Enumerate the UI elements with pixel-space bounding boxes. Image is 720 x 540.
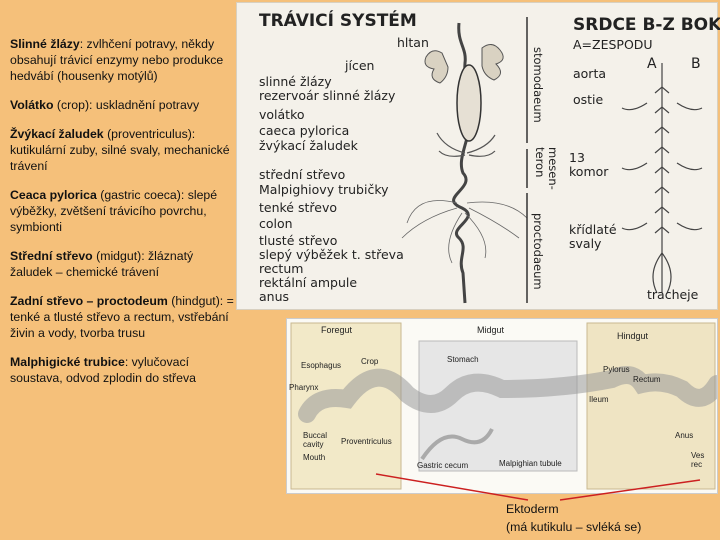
label-esophagus: Esophagus [301, 361, 342, 370]
label-caeca-pylorica: caeca pylorica [259, 123, 350, 138]
label-vesicle-rectal: Ves rec [691, 451, 705, 469]
label-mouth: Mouth [303, 453, 326, 462]
note-term: Volátko [10, 98, 54, 112]
ektoderm-note: (má kutikulu – svléká se) [506, 520, 642, 534]
label-pylorus: Pylorus [603, 365, 630, 374]
label-slepy-vybezek: slepý výběžek t. střeva [259, 247, 404, 262]
label-pharynx: Pharynx [289, 383, 319, 392]
label-buccal-cavity: Buccal cavity [303, 431, 328, 449]
note-slinne-zlazy: Slinné žlázy: zvlhčení potravy, někdy ob… [10, 36, 235, 84]
label-hltan: hltan [397, 35, 429, 50]
note-zvykaci-zaludek: Žvýkací žaludek (proventriculus): kutiku… [10, 126, 235, 174]
digestive-system-figure: TRÁVICÍ SYSTÉM hltan jícen slinné žlázy … [236, 2, 720, 310]
note-zadni-strevo: Zadní střevo – proctodeum (hindgut): = t… [10, 293, 235, 341]
hindgut-region [586, 322, 716, 490]
pyloric-caeca [436, 132, 496, 157]
label-zvykaci-zaludek: žvýkací žaludek [259, 138, 358, 153]
malpighian-tubules [401, 200, 528, 264]
label-view-a: A [647, 56, 657, 72]
ektoderm-callout: Ektoderm (má kutikulu – svléká se) [506, 500, 641, 536]
label-ostie: ostie [573, 92, 604, 107]
note-malphigicke-trubice: Malphigické trubice: vylučovací soustava… [10, 354, 235, 386]
note-stredni-strevo: Střední střevo (midgut): žláznatý žalude… [10, 248, 235, 280]
label-aorta: aorta [573, 66, 607, 81]
gut-regions-figure: Foregut Midgut Hindgut Esophagus Crop St… [286, 318, 718, 494]
heart-title: SRDCE B-Z BOKU [573, 15, 720, 35]
label-stredni-strevo: střední střevo [259, 167, 346, 182]
notes-column: Slinné žlázy: zvlhčení potravy, někdy ob… [10, 36, 235, 399]
label-proventriculus: Proventriculus [341, 437, 392, 446]
note-text: : vylučovací soustava, odvod zplodin do … [10, 355, 196, 385]
region-foregut: Foregut [321, 325, 353, 335]
label-tluste-strevo: tlusté střevo [259, 233, 338, 248]
label-rektalni-ampule: rektální ampule [259, 275, 358, 290]
gut-outline [298, 366, 717, 423]
ektoderm-title: Ektoderm [506, 502, 559, 516]
note-term: Střední střevo [10, 249, 93, 263]
note-ceaca-pylorica: Ceaca pylorica (gastric coeca): slepé vý… [10, 187, 235, 235]
label-tracheje: tracheje [647, 287, 699, 302]
label-malpighiovy-trubicky: Malpighiovy trubičky [259, 182, 389, 197]
label-ileum: Ileum [589, 395, 609, 404]
digestive-system-drawing [401, 17, 703, 304]
note-term: Slinné žlázy [10, 37, 80, 51]
note-text: (crop): uskladnění potravy [53, 98, 200, 112]
note-term: Malphigické trubice [10, 355, 125, 369]
label-mesenteron: mesen-teron [533, 147, 560, 190]
note-volatko: Volátko (crop): uskladnění potravy [10, 97, 235, 113]
label-malpighian-tubule: Malpighian tubule [499, 459, 562, 468]
label-anus: anus [259, 289, 290, 304]
note-text: (midgut): žláznatý žaludek – chemické tr… [10, 249, 194, 279]
label-slinne-zlazy: slinné žlázy [259, 74, 332, 89]
label-stomach: Stomach [447, 355, 479, 364]
note-term: Zadní střevo – proctodeum [10, 294, 168, 308]
region-midgut: Midgut [477, 325, 505, 335]
note-term: Ceaca pylorica [10, 188, 97, 202]
label-tenke-strevo: tenké střevo [259, 200, 337, 215]
label-kridlate-svaly: křídlaté svaly [569, 222, 617, 251]
note-text: (proventriculus): kutikulární zuby, siln… [10, 127, 230, 173]
label-rectum: rectum [259, 261, 304, 276]
label-stomodaeum: stomodaeum [531, 47, 545, 123]
region-hindgut: Hindgut [617, 331, 649, 341]
label-volatko: volátko [259, 107, 305, 122]
label-proctodaeum: proctodaeum [531, 213, 545, 290]
label-rezervoar: rezervoár slinné žlázy [259, 88, 396, 103]
gut-regions-drawing [290, 322, 717, 490]
salivary-glands [481, 44, 504, 81]
heart-subtitle: A=ZESPODU [573, 37, 653, 52]
label-anus-en: Anus [675, 431, 694, 440]
note-text: : zvlhčení potravy, někdy obsahují trávi… [10, 37, 224, 83]
crop-shape [456, 64, 482, 142]
label-13-komor: 13 komor [569, 150, 609, 179]
label-gastric-cecum: Gastric cecum [417, 461, 469, 470]
heart-drawing [621, 63, 703, 294]
label-view-b: B [691, 56, 701, 72]
note-term: Žvýkací žaludek [10, 127, 104, 141]
label-colon: colon [259, 216, 293, 231]
gut-tube [452, 22, 472, 304]
note-text: (gastric coeca): slepé výběžky, zvětšení… [10, 188, 218, 234]
figure-title: TRÁVICÍ SYSTÉM [259, 11, 417, 31]
heart-title-text: SRDCE B-Z BOKU [573, 15, 720, 35]
label-rectum-en: Rectum [633, 375, 661, 384]
label-jicen: jícen [345, 58, 375, 73]
note-text: (hindgut): = tenké a tlusté střevo a rec… [10, 294, 234, 340]
label-crop: Crop [361, 357, 379, 366]
